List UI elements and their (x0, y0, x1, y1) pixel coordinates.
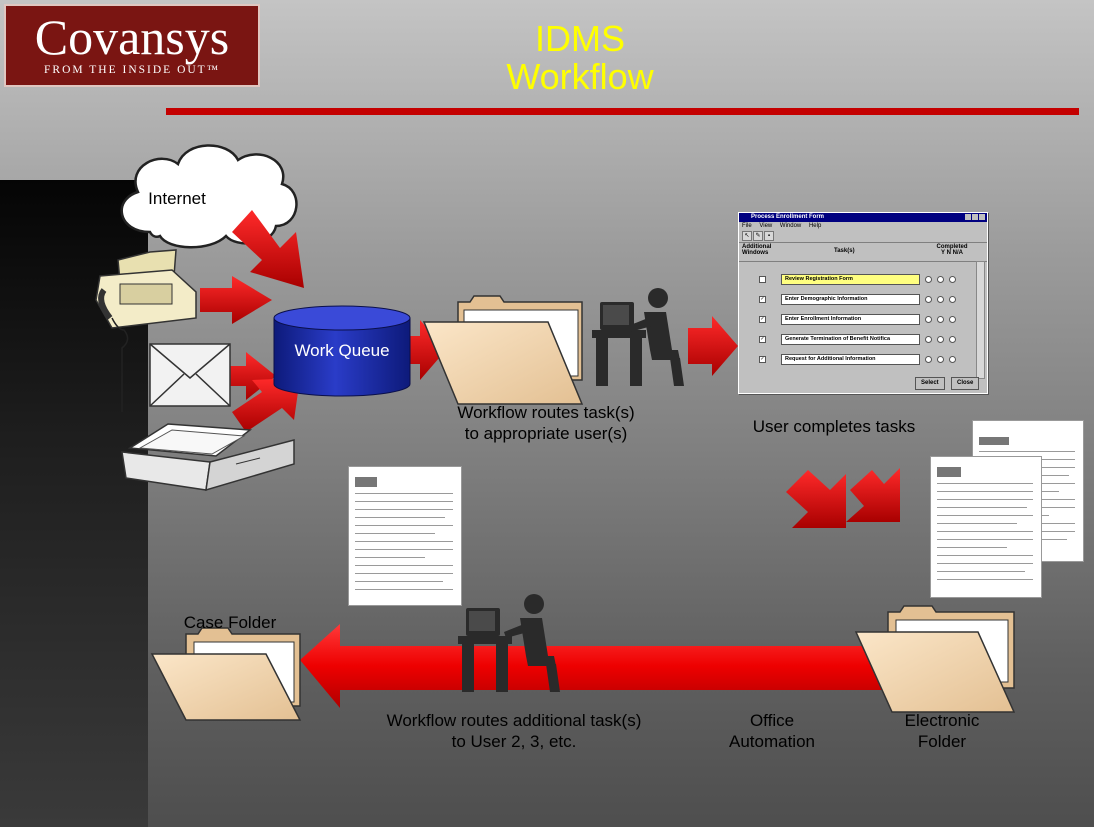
routes-to-user-label: Workflow routes task(s) to appropriate u… (457, 403, 635, 443)
task-list: Review Registration Form ✓ Enter Demogra… (739, 271, 977, 371)
completion-radios[interactable] (925, 316, 961, 325)
col-completed: Completed Y N N/A (927, 244, 977, 256)
completion-radios[interactable] (925, 356, 961, 365)
col-completed-sub: Y N N/A (941, 250, 963, 256)
work-queue-label: Work Queue (294, 341, 390, 360)
additional-window-checkbox[interactable]: ✓ (759, 316, 766, 323)
arrow-scanner-to-queue (232, 378, 300, 432)
additional-window-checkbox[interactable] (759, 276, 766, 283)
title-underline (166, 108, 1079, 115)
menu-view[interactable]: View (759, 223, 773, 229)
work-queue-cylinder-icon (273, 305, 411, 397)
task-table-header: Additional Windows Task(s) Completed Y N… (739, 242, 987, 262)
arrow-fax-to-queue (200, 276, 272, 324)
toolbar-tools-icon[interactable]: ✎ (753, 231, 763, 241)
col-additional-windows: Additional Windows (742, 244, 772, 256)
toolbar-save-icon[interactable]: ▪ (764, 231, 774, 241)
routes-additional-label: Workflow routes additional task(s) to Us… (386, 711, 642, 751)
arrow-queue-to-folder (408, 320, 446, 380)
task-list-scrollbar[interactable] (976, 261, 985, 379)
task-field[interactable]: Request for Additional Information (781, 354, 920, 365)
output-arrows (786, 468, 900, 528)
fax-machine-icon (95, 249, 197, 412)
task-row: ✓ Enter Demographic Information (739, 291, 977, 311)
electronic-folder-label: Electronic Folder (904, 711, 980, 751)
window-title: Process Enrollment Form (751, 214, 825, 220)
input-arrows (200, 210, 738, 432)
arrow-user-to-window (688, 316, 738, 376)
additional-window-checkbox[interactable]: ✓ (759, 356, 766, 363)
task-row: ✓ Enter Enrollment Information (739, 311, 977, 331)
page-title: IDMS Workflow (380, 20, 780, 96)
company-logo: Covansys FROM THE INSIDE OUT™ (4, 4, 260, 87)
internet-label: Internet (148, 189, 206, 208)
additional-window-checkbox[interactable]: ✓ (759, 336, 766, 343)
close-icon[interactable] (979, 214, 985, 220)
scanner-icon (121, 423, 295, 492)
menu-help[interactable]: Help (808, 223, 822, 229)
user-at-computer-icon (592, 288, 684, 386)
toolbar-pointer-icon[interactable]: ↖ (742, 231, 752, 241)
second-user-at-computer-icon (458, 594, 560, 692)
col-tasks: Task(s) (834, 248, 855, 254)
menu-window[interactable]: Window (779, 223, 802, 229)
mail-envelope-icon (149, 343, 231, 407)
window-titlebar: Process Enrollment Form (739, 213, 987, 222)
document-page-icon (930, 456, 1042, 598)
arrow-tasks-to-paper (786, 470, 846, 528)
window-menubar: File View Window Help (739, 222, 987, 231)
task-row: Review Registration Form (739, 271, 977, 291)
additional-window-checkbox[interactable]: ✓ (759, 296, 766, 303)
completion-radios[interactable] (925, 276, 961, 285)
logo-name: Covansys (34, 9, 230, 65)
minimize-icon[interactable] (965, 214, 971, 220)
maximize-icon[interactable] (972, 214, 978, 220)
window-toolbar: ↖✎▪ (739, 231, 987, 242)
arrow-internet-to-queue (232, 210, 304, 288)
case-folder-icon (150, 627, 302, 721)
logo-tagline: FROM THE INSIDE OUT™ (44, 64, 220, 76)
case-folder-label: Case Folder (183, 613, 277, 632)
task-field[interactable]: Enter Enrollment Information (781, 314, 920, 325)
title-line-2: Workflow (506, 56, 654, 97)
task-row: ✓ Request for Additional Information (739, 351, 977, 371)
document-page-icon (348, 466, 462, 606)
select-button[interactable]: Select (915, 377, 945, 390)
title-line-1: IDMS (535, 18, 625, 59)
menu-file[interactable]: File (742, 223, 752, 229)
task-field[interactable]: Review Registration Form (781, 274, 920, 285)
arrow-tasks-to-folder (846, 468, 900, 522)
electronic-folder-icon (854, 605, 1016, 713)
arrow-folder-to-case-folder (300, 624, 890, 708)
arrow-mail-to-queue (230, 352, 276, 400)
completion-radios[interactable] (925, 336, 961, 345)
task-row: ✓ Generate Termination of Benefit Notifi… (739, 331, 977, 351)
close-button[interactable]: Close (951, 377, 980, 390)
task-field[interactable]: Generate Termination of Benefit Notifica (781, 334, 920, 345)
col-completed-label: Completed (936, 244, 968, 250)
task-folder-icon (422, 295, 584, 405)
window-controls (964, 214, 985, 224)
enrollment-form-window: Process Enrollment Form File View Window… (738, 212, 988, 394)
completion-radios[interactable] (925, 296, 961, 305)
user-completes-label: User completes tasks (752, 417, 916, 436)
office-automation-label: Office Automation (729, 711, 815, 751)
task-field[interactable]: Enter Demographic Information (781, 294, 920, 305)
